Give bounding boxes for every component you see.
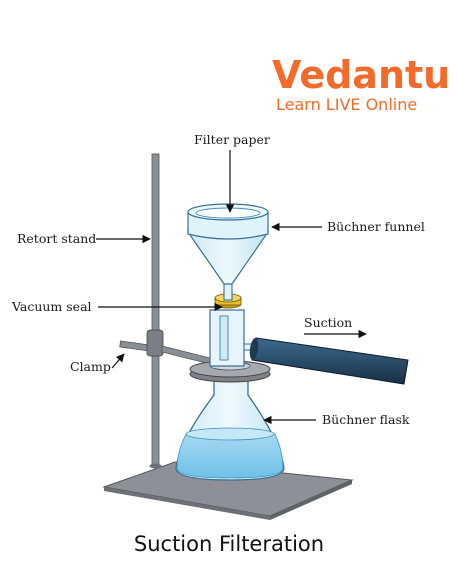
label-vacuum-seal: Vacuum seal <box>11 299 92 314</box>
label-retort-stand: Retort stand <box>17 231 96 246</box>
buchner-funnel <box>186 203 270 301</box>
label-buchner-funnel: Büchner funnel <box>327 219 425 234</box>
buchner-flask <box>175 374 285 481</box>
clamp <box>119 329 211 365</box>
arrow-clamp <box>111 353 125 369</box>
figure-caption: Suction Filteration <box>133 532 325 556</box>
brand-logo: Vedantu Learn LIVE Online <box>272 53 450 114</box>
label-clamp: Clamp <box>70 359 111 374</box>
adapter-tube <box>209 309 263 367</box>
base-plate <box>102 461 354 520</box>
brand-name: Vedantu <box>272 53 450 97</box>
suction-tube <box>249 337 409 385</box>
label-buchner-flask: Büchner flask <box>322 412 410 427</box>
label-filter-paper: Filter paper <box>194 132 270 147</box>
label-suction: Suction <box>304 315 352 330</box>
retort-stand <box>149 153 162 469</box>
label-arrows <box>96 150 367 425</box>
brand-tagline: Learn LIVE Online <box>276 95 417 114</box>
labels: Filter paper Büchner funnel Retort stand… <box>11 132 425 427</box>
